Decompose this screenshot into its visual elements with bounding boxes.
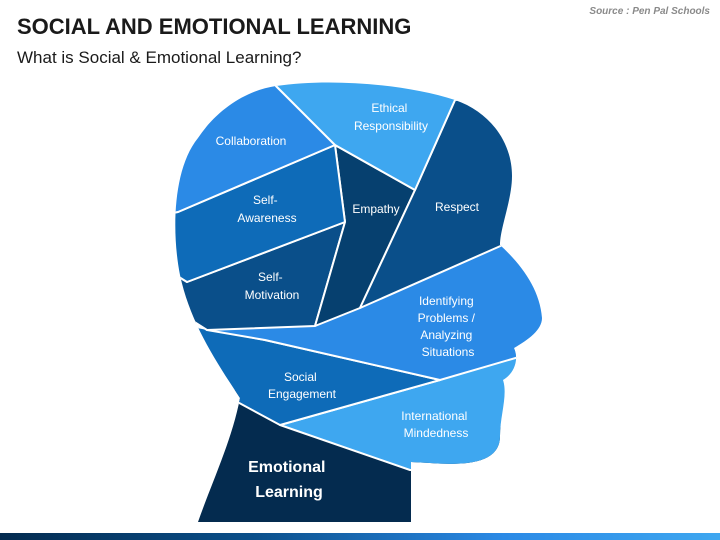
label-empathy: Empathy [352, 202, 399, 216]
segment-ethical-responsibility [275, 82, 461, 191]
label-emotional-learning: Emotional Learning [248, 459, 330, 501]
label-self-awareness: Self- Awareness [237, 193, 296, 225]
page-subtitle: What is Social & Emotional Learning? [17, 48, 302, 67]
label-ethical-responsibility: Ethical Responsibility [354, 101, 428, 133]
label-respect: Respect [435, 200, 480, 214]
source-note: Source : Pen Pal Schools [589, 6, 710, 17]
label-identifying-problems: Identifying Problems / Analyzing Situati… [418, 294, 479, 359]
label-self-motivation: Self- Motivation [245, 270, 300, 302]
label-social-engagement: Social Engagement [268, 370, 337, 401]
label-collaboration: Collaboration [216, 134, 287, 148]
label-international-mindedness: International Mindedness [401, 409, 470, 440]
bottom-accent-bar [0, 533, 720, 540]
page-title: SOCIAL AND EMOTIONAL LEARNING [17, 14, 412, 39]
